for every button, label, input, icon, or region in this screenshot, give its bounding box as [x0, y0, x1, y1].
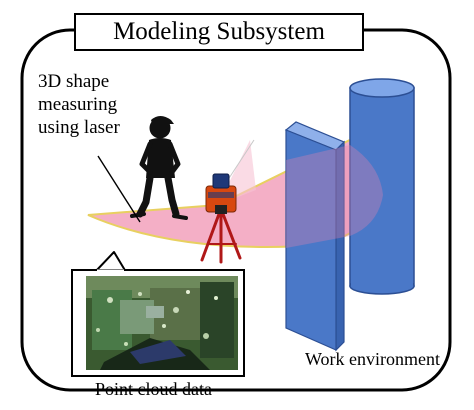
point-cloud-image	[86, 276, 238, 370]
laser-overlay	[286, 145, 383, 248]
label-pointer-line	[97, 155, 141, 223]
person-silhouette-icon	[130, 116, 188, 220]
laser-scanner-icon	[205, 173, 237, 214]
laser-label-line-3: using laser	[38, 117, 120, 138]
frame-title-box: Modeling Subsystem	[74, 13, 364, 51]
point-cloud-label: Point cloud data	[95, 379, 212, 399]
cylinder-obstacle	[349, 78, 415, 295]
frame-title: Modeling Subsystem	[113, 18, 325, 45]
tripod-icon	[200, 212, 242, 264]
laser-label-line-2: measuring	[38, 94, 118, 115]
box-obstacle	[284, 121, 346, 352]
work-environment-label: Work environment	[305, 349, 441, 369]
laser-measuring-label: 3D shape measuring using laser	[38, 70, 120, 139]
laser-label-line-1: 3D shape	[38, 71, 110, 92]
